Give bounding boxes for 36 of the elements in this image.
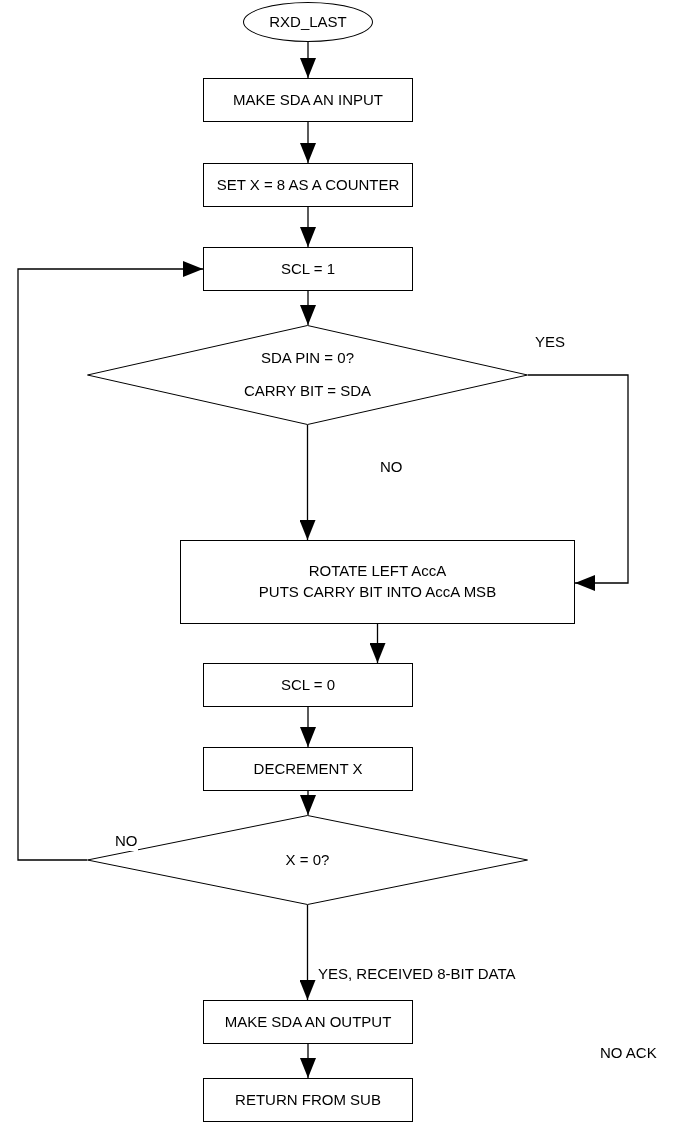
arrow xyxy=(17,261,204,861)
process-box xyxy=(203,747,413,791)
arrow xyxy=(300,206,316,248)
arrow xyxy=(300,790,316,816)
arrow xyxy=(300,121,316,164)
arrow xyxy=(299,904,316,1001)
step-text: ROTATE LEFT AccA xyxy=(308,562,447,581)
step-text: SCL = 1 xyxy=(280,259,336,279)
step-text: RETURN FROM SUB xyxy=(235,1090,381,1110)
step-text: MAKE SDA AN OUTPUT xyxy=(224,1012,392,1032)
arrow xyxy=(299,424,316,541)
step-text: RXD_LAST xyxy=(269,12,347,32)
process-box xyxy=(180,540,575,624)
step-text: CARRY BIT = SDA xyxy=(243,382,372,401)
step-text: X = 0? xyxy=(285,850,330,870)
process-box xyxy=(203,78,413,122)
process-box xyxy=(203,247,413,291)
step-text: DECREMENT X xyxy=(253,759,363,779)
process-box xyxy=(203,1000,413,1044)
note-label: NO ACK xyxy=(600,1044,657,1063)
arrow xyxy=(300,706,316,748)
process-box xyxy=(203,663,413,707)
process-box xyxy=(203,163,413,207)
process-box xyxy=(203,1078,413,1122)
step-text: PUTS CARRY BIT INTO AccA MSB xyxy=(258,583,497,602)
arrow xyxy=(300,290,316,326)
arrow xyxy=(300,41,316,79)
step-text: MAKE SDA AN INPUT xyxy=(232,90,383,110)
decision-diamond xyxy=(87,325,528,425)
arrow xyxy=(369,623,386,664)
step-text: SDA PIN = 0? xyxy=(261,349,354,368)
step-text: SET X = 8 AS A COUNTER xyxy=(216,175,400,195)
arrow xyxy=(300,1043,316,1079)
step-text: SCL = 0 xyxy=(280,675,336,695)
arrow xyxy=(527,374,629,591)
decision-diamond xyxy=(87,815,528,905)
